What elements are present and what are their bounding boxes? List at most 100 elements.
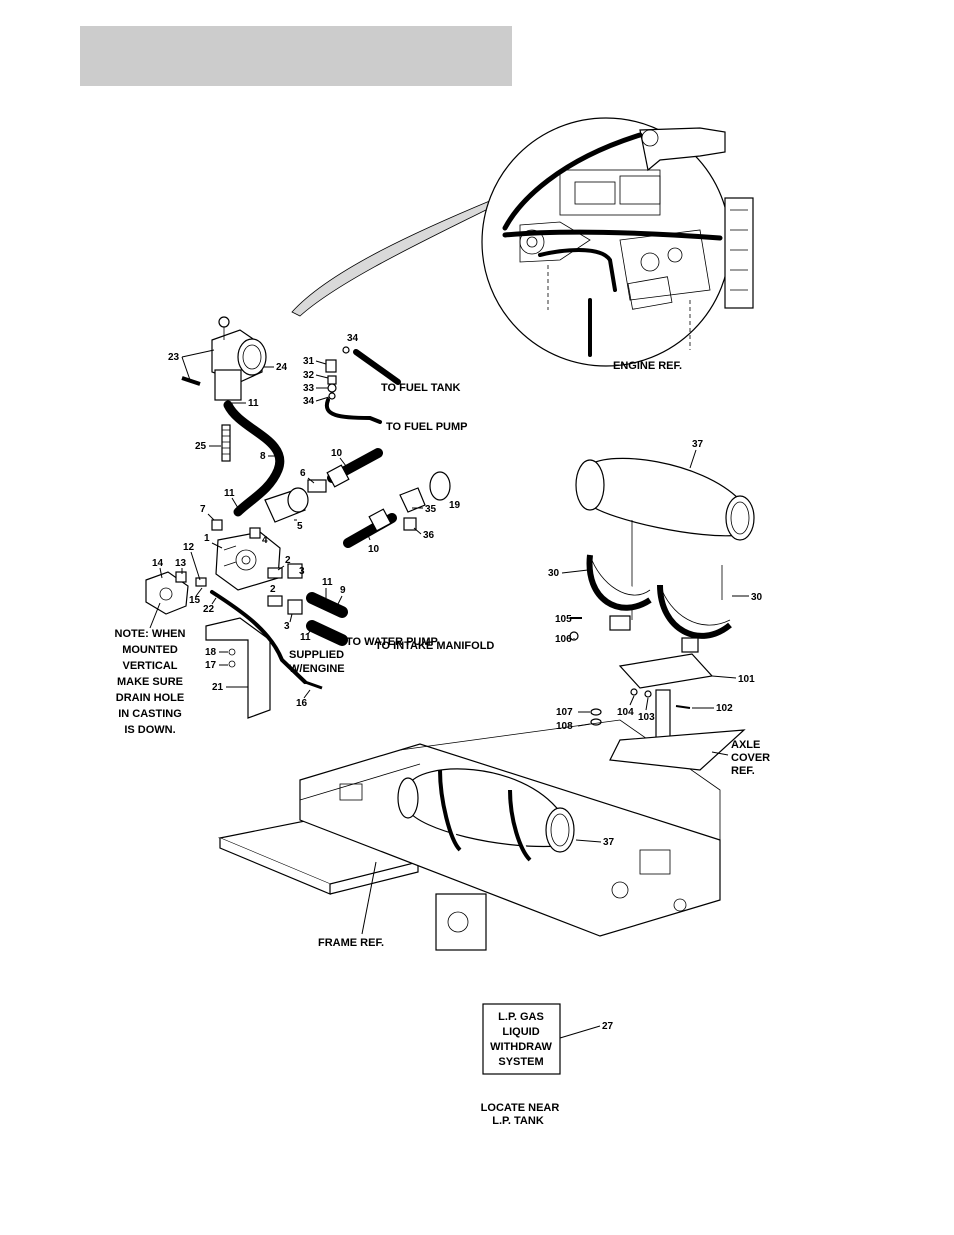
hose-9: [306, 592, 348, 618]
decal-line-3: WITHDRAW: [490, 1041, 552, 1053]
callout-1: 1: [204, 533, 210, 544]
callout-15: 15: [189, 595, 201, 606]
strap-right: [657, 584, 732, 639]
to-fuel-tank-label: TO FUEL TANK: [381, 382, 461, 394]
decal-line-4: SYSTEM: [498, 1056, 543, 1068]
engine-reference-inset: ENGINE REF.: [291, 117, 754, 372]
plate-101: [618, 653, 714, 689]
decal-line-1: L.P. GAS: [498, 1011, 544, 1023]
locate-near-label: LOCATE NEAR: [481, 1102, 560, 1114]
to-intake-manifold-label: TO INTAKE MANIFOLD: [375, 640, 494, 652]
callout-2a: 2: [285, 555, 291, 566]
cable-22: [210, 590, 307, 684]
mounting-bracket: [205, 617, 271, 719]
callout-11a: 11: [248, 398, 259, 409]
callout-4: 4: [262, 535, 268, 546]
callout-32: 32: [303, 370, 315, 381]
axle-label: AXLE: [731, 739, 760, 751]
callout-22: 22: [203, 604, 215, 615]
decal-27: L.P. GAS LIQUID WITHDRAW SYSTEM: [482, 1003, 601, 1075]
callout-3a: 3: [299, 566, 305, 577]
callout-16: 16: [296, 698, 308, 709]
callout-10a: 10: [331, 448, 343, 459]
fuel-pump-hose: [324, 398, 382, 424]
cover-label: COVER: [731, 752, 770, 764]
note-line-4: MAKE SURE: [117, 676, 183, 688]
note-line-5: DRAIN HOLE: [116, 692, 184, 704]
lp-tank-label: L.P. TANK: [492, 1115, 544, 1127]
hose-11: [306, 620, 348, 646]
fuel-tank-hose: [353, 349, 401, 385]
callout-37b: 37: [603, 837, 615, 848]
callout-30a: 30: [548, 568, 560, 579]
callout-37a: 37: [692, 439, 704, 450]
callout-36: 36: [423, 530, 435, 541]
callout-27: 27: [602, 1021, 614, 1032]
callout-18: 18: [205, 647, 217, 658]
callout-21: 21: [212, 682, 224, 693]
callout-105: 105: [555, 614, 572, 625]
vaporizer-assembly: [145, 316, 451, 719]
callout-13: 13: [175, 558, 187, 569]
supplied-label: SUPPLIED: [289, 649, 344, 661]
callout-11c: 11: [322, 577, 333, 588]
decal-line-2: LIQUID: [502, 1026, 539, 1038]
callout-33: 33: [303, 383, 315, 394]
air-intake: [639, 127, 726, 172]
callout-3b: 3: [284, 621, 290, 632]
vaporizer-body: [215, 531, 281, 591]
note-line-1: NOTE: WHEN: [115, 628, 186, 640]
callout-31: 31: [303, 356, 315, 367]
callout-102: 102: [716, 703, 733, 714]
callout-17: 17: [205, 660, 217, 671]
to-fuel-pump-label: TO FUEL PUMP: [386, 421, 468, 433]
frame-ref-label: FRAME REF.: [318, 937, 384, 949]
note-line-3: VERTICAL: [123, 660, 178, 672]
callout-2b: 2: [270, 584, 276, 595]
callout-5: 5: [297, 521, 303, 532]
lp-tank: [589, 457, 741, 537]
callout-11d: 11: [300, 632, 311, 643]
callout-24: 24: [276, 362, 288, 373]
callout-34a: 34: [347, 333, 359, 344]
callout-35: 35: [425, 504, 437, 515]
callouts: 34 31 32 33 34 23 24 11 25 8 10 6 11 19 …: [152, 333, 763, 1032]
with-engine-label: W/ENGINE: [289, 663, 345, 675]
axle-cover: [609, 729, 746, 771]
ref-label: REF.: [731, 765, 755, 777]
callout-9: 9: [340, 585, 346, 596]
callout-23: 23: [168, 352, 180, 363]
spring: [221, 424, 231, 462]
inset-hose-top: [502, 132, 643, 231]
callout-106: 106: [555, 634, 572, 645]
radiator: [724, 197, 754, 309]
fitting-19: [429, 471, 451, 501]
header-bar: [80, 26, 512, 86]
callout-12: 12: [183, 542, 195, 553]
fuel-lines: TO FUEL TANK TO FUEL PUMP: [324, 346, 468, 433]
callout-10b: 10: [368, 544, 380, 555]
callout-108: 108: [556, 721, 573, 732]
callout-11b: 11: [224, 488, 235, 499]
hose-8: [223, 400, 285, 517]
inset-hose-mid: [502, 229, 723, 241]
callout-30b: 30: [751, 592, 763, 603]
to-water-pump-label: TO WATER PUMP: [346, 636, 438, 648]
callout-34b: 34: [303, 396, 315, 407]
callout-25: 25: [195, 441, 207, 452]
callout-7: 7: [200, 504, 206, 515]
callout-14: 14: [152, 558, 164, 569]
callout-107: 107: [556, 707, 573, 718]
frame-reference: [217, 719, 746, 951]
tank-exploded-view: [569, 457, 755, 751]
note-line-7: IS DOWN.: [124, 724, 175, 736]
engine-ref-label: ENGINE REF.: [613, 360, 682, 372]
inset-pointer: [291, 199, 495, 317]
frame-bracket: [435, 893, 487, 951]
callout-104: 104: [617, 707, 634, 718]
callout-103: 103: [638, 712, 655, 723]
callout-101: 101: [738, 674, 755, 685]
note-line-6: IN CASTING: [118, 708, 182, 720]
note-line-2: MOUNTED: [122, 644, 178, 656]
